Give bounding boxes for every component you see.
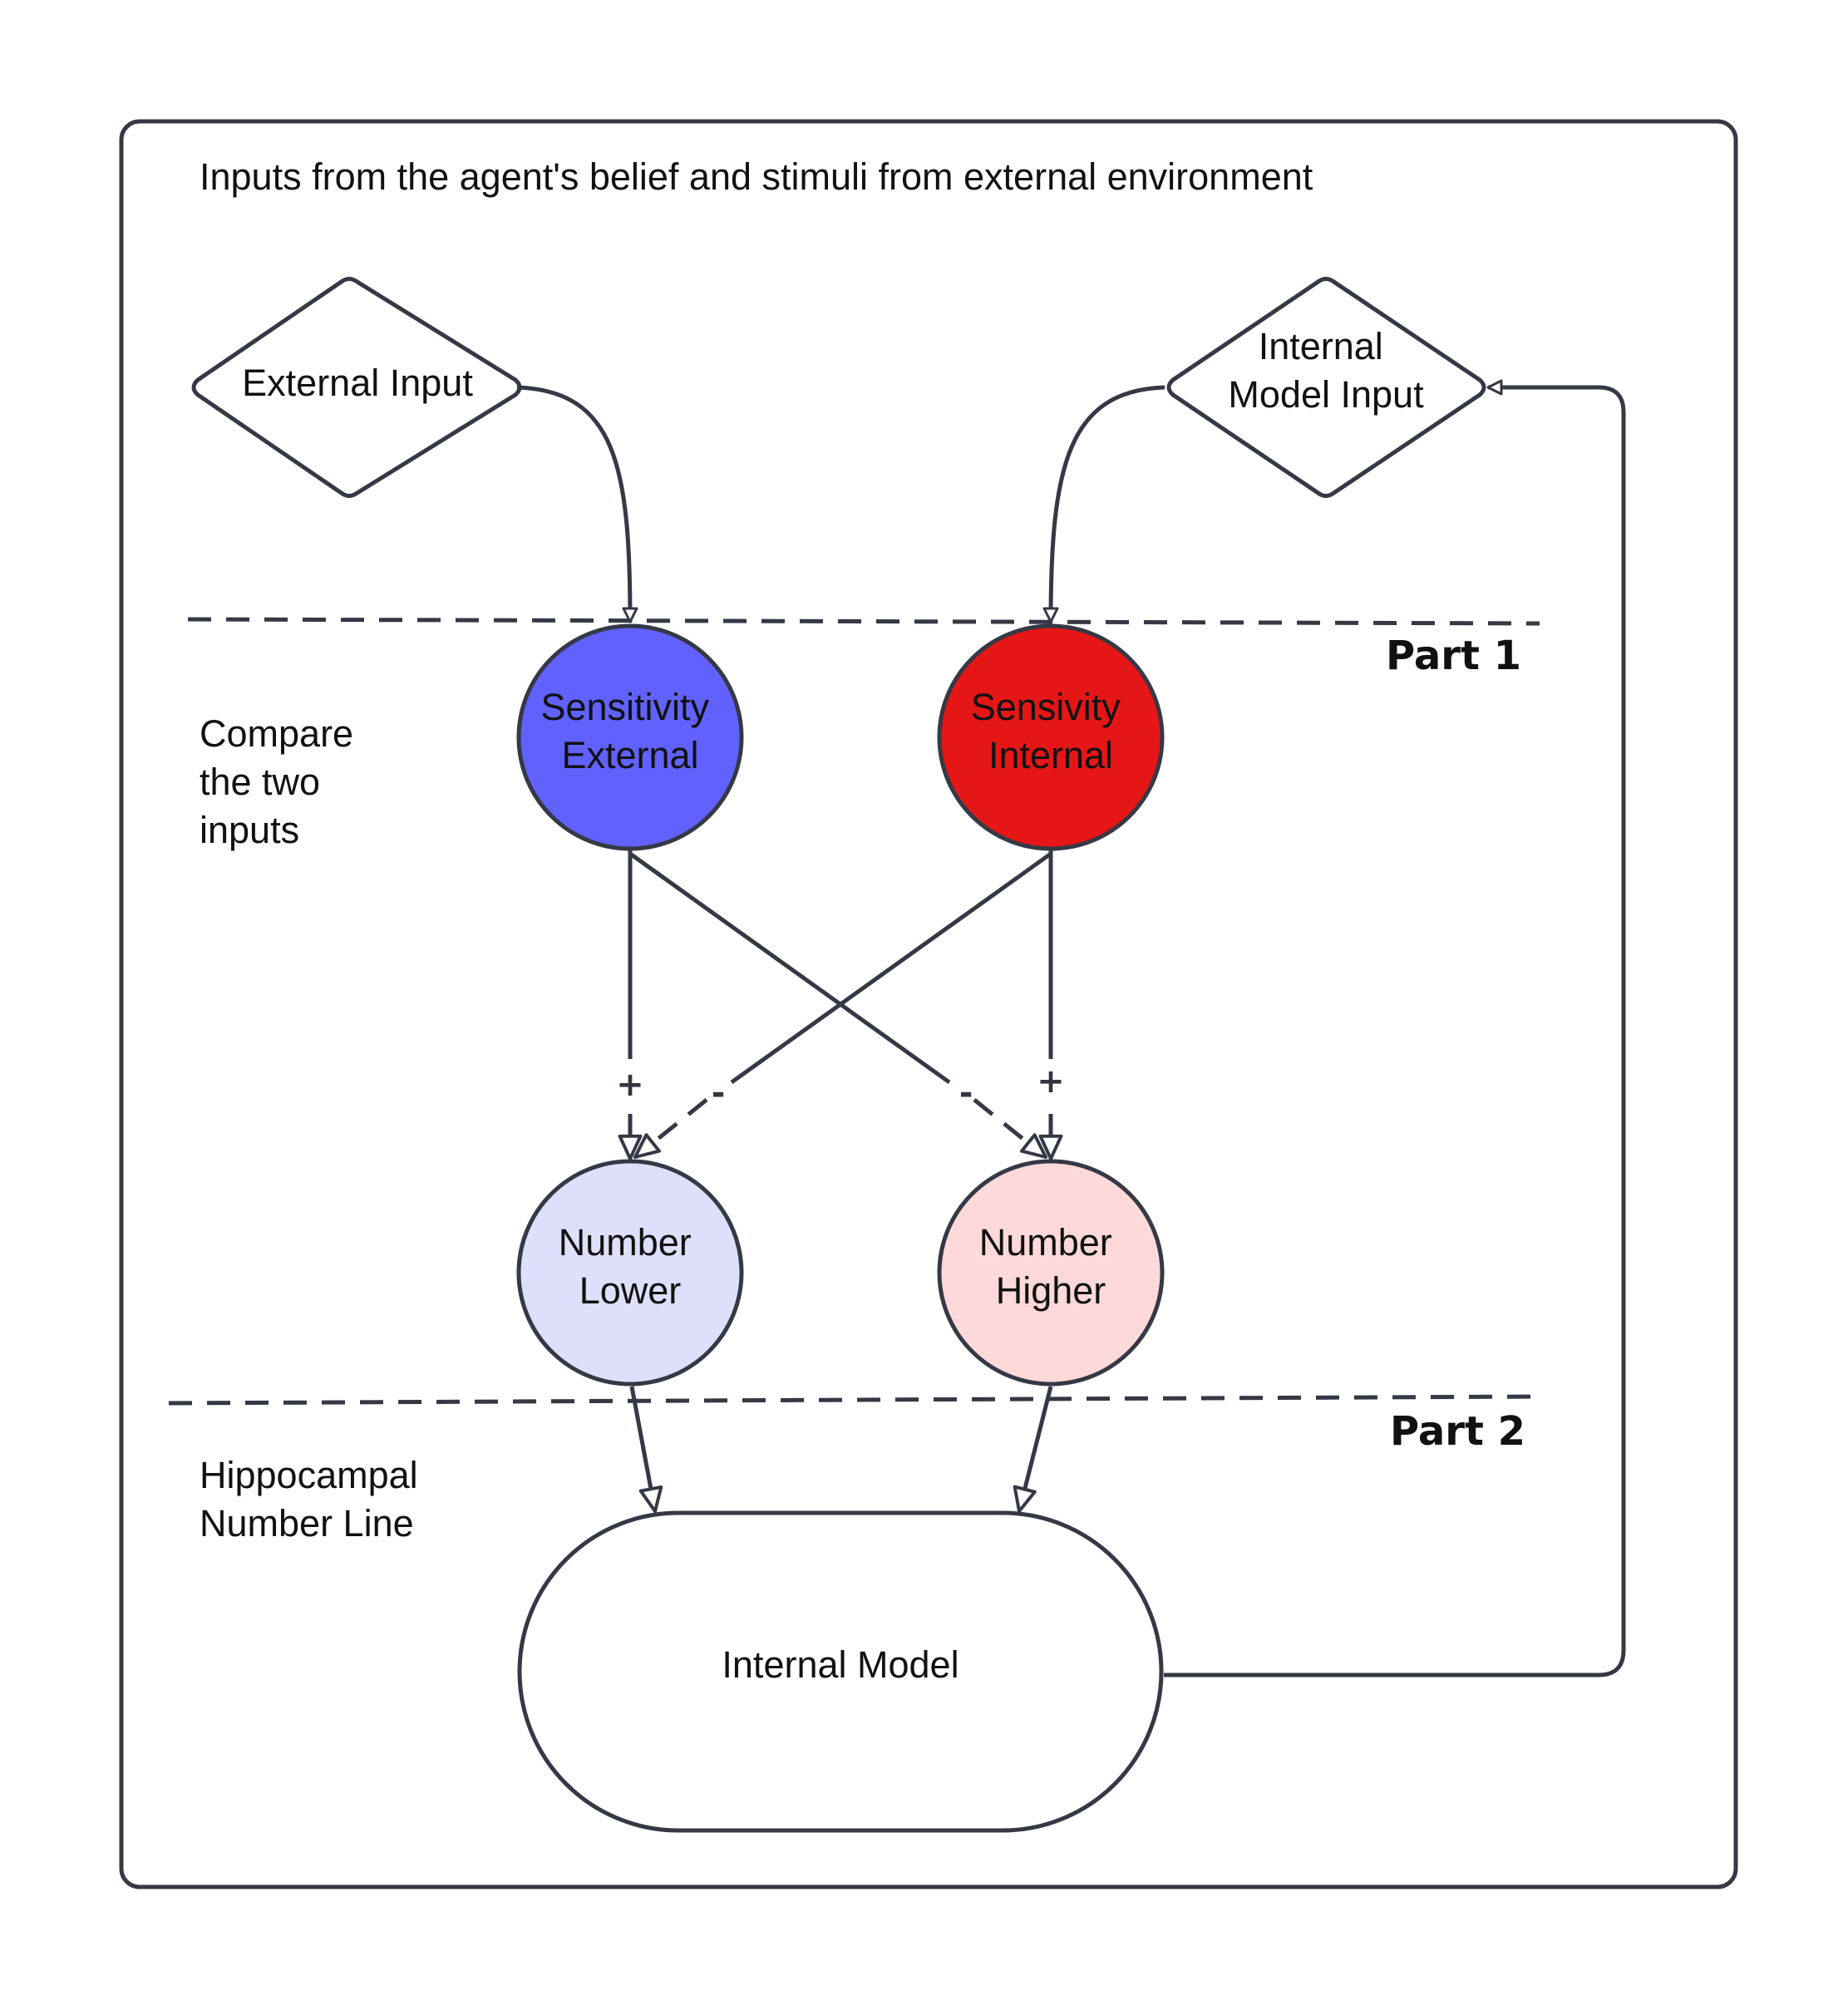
internal-model-label: Internal Model: [722, 1643, 958, 1686]
external-input-label: External Input: [242, 362, 473, 404]
edge-sign-minus-higher: -: [959, 1074, 973, 1112]
number-lower-label: Number Lower: [559, 1221, 702, 1312]
edge-sign-minus-lower: -: [712, 1074, 726, 1112]
number-lower-node: Number Lower: [516, 1159, 744, 1387]
edge-sensivity-internal-to-number-lower-dashed: [633, 1098, 708, 1159]
sensivity-internal-node: Sensivity Internal: [937, 623, 1165, 851]
part2-separator: [168, 1394, 1544, 1406]
edge-sign-plus-higher: +: [1037, 1062, 1065, 1101]
edge-internal-model-input-to-sensivity-internal: [1042, 385, 1165, 623]
number-higher-label: Number Higher: [979, 1221, 1123, 1312]
edge-sign-plus-lower: +: [616, 1066, 644, 1104]
internal-model-node: Internal Model: [517, 1510, 1164, 1833]
outer-frame: [119, 119, 1738, 1889]
sensitivity-external-label: Sensitivity External: [540, 686, 719, 776]
internal-model-input-label: Internal Model Input: [1228, 325, 1424, 416]
edge-sensivity-internal-to-number-lower: [730, 851, 1052, 1085]
part1-label: Part 1: [1386, 633, 1521, 679]
number-higher-node: Number Higher: [937, 1159, 1165, 1387]
part1-separator: [187, 617, 1540, 626]
part1-description: Compare the two inputs: [200, 712, 364, 851]
part2-label: Part 2: [1390, 1408, 1525, 1455]
internal-model-input-node: Internal Model Input: [1166, 277, 1486, 498]
edge-sensitivity-external-to-number-higher-dashed: [973, 1098, 1047, 1159]
edge-number-higher-to-internal-model: [1013, 1386, 1053, 1513]
sensitivity-external-node: Sensitivity External: [516, 623, 744, 851]
edge-external-input-to-sensitivity-external: [516, 385, 638, 623]
edge-internal-model-feedback: [1164, 379, 1626, 1677]
sensivity-internal-label: Sensivity Internal: [971, 686, 1131, 776]
part2-description: Hippocampal Number Line: [200, 1454, 428, 1544]
edge-number-lower-to-internal-model: [629, 1386, 663, 1513]
header-text: Inputs from the agent's belief and stimu…: [200, 155, 1313, 198]
external-input-node: External Input: [191, 277, 522, 498]
edge-sensitivity-external-to-number-higher: [628, 851, 951, 1085]
